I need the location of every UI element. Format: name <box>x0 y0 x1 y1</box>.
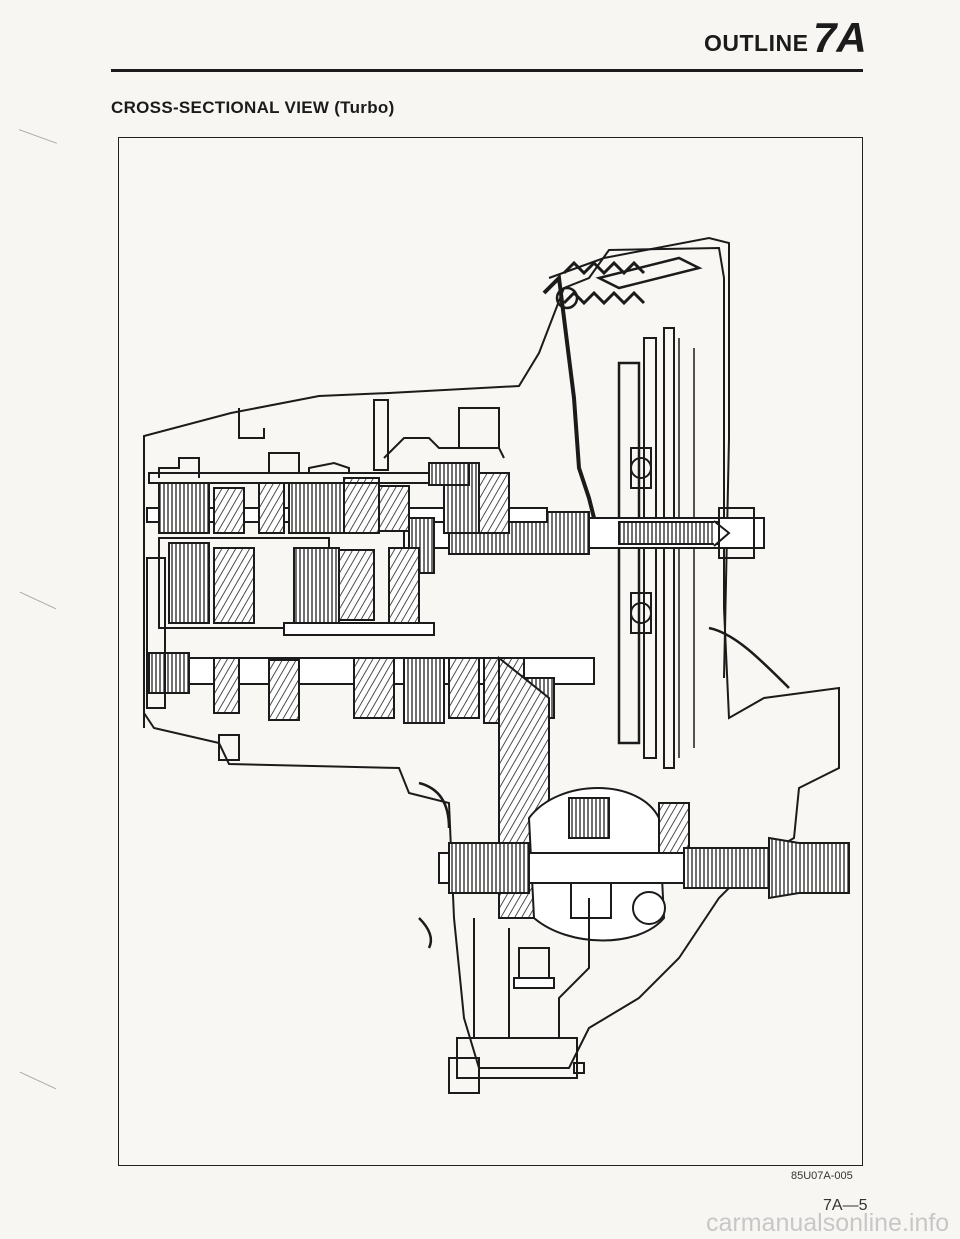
figure-id: 85U07A-005 <box>791 1170 853 1182</box>
header-rule <box>111 69 863 72</box>
header-section-label: OUTLINE <box>704 30 809 56</box>
watermark: carmanualsonline.info <box>706 1209 950 1237</box>
scan-mark <box>19 591 57 610</box>
section-title: CROSS-SECTIONAL VIEW (Turbo) <box>111 98 395 117</box>
page-number: 7A—5 <box>823 1197 868 1214</box>
header-chapter-number: 7A <box>813 14 867 61</box>
release-fork <box>542 273 601 539</box>
transaxle-cross-section-drawing <box>143 236 850 1094</box>
scan-mark <box>19 129 57 144</box>
cross-section-figure <box>118 137 863 1166</box>
clutch-housing <box>548 236 730 679</box>
scan-mark <box>19 1071 57 1090</box>
